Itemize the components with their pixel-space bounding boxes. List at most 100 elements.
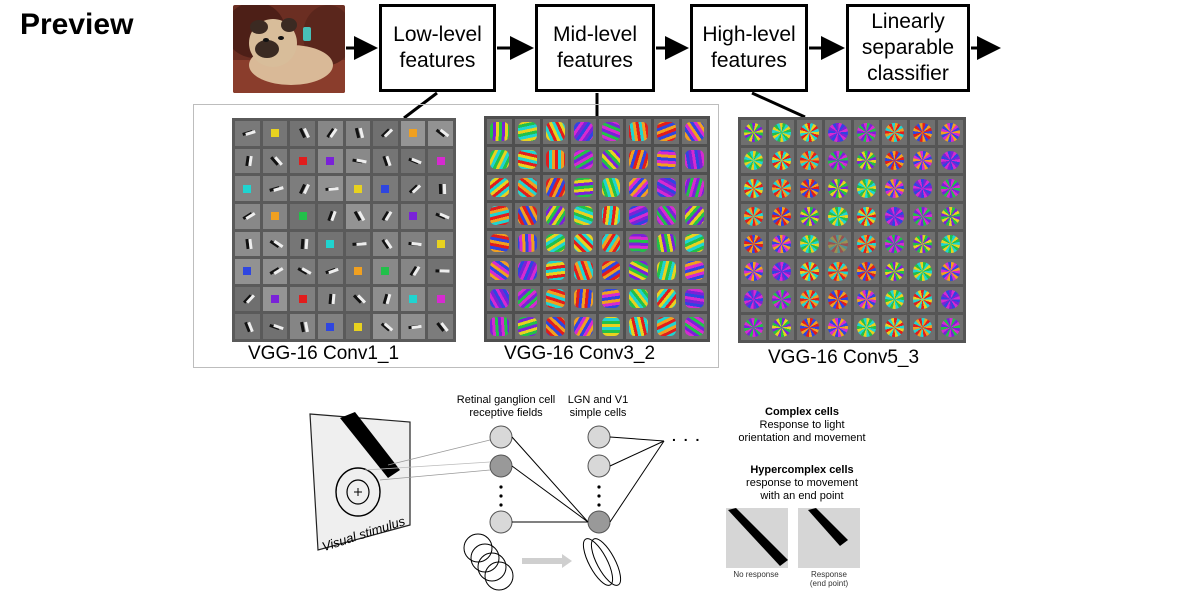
filter-cell <box>570 230 596 256</box>
filter-cell <box>514 286 540 312</box>
filter-cell <box>235 203 260 229</box>
filter-cell <box>235 176 260 201</box>
ellipsis: . . . <box>672 428 702 444</box>
filter-cell <box>570 286 596 312</box>
filter-cell <box>487 119 512 144</box>
filter-cell <box>741 120 767 145</box>
filter-cell <box>487 230 512 256</box>
filter-cell <box>570 174 596 200</box>
filter-cell <box>428 121 453 146</box>
filter-cell <box>487 286 512 312</box>
filter-cell <box>262 231 288 257</box>
filter-cell <box>428 203 453 229</box>
filter-cell <box>654 119 680 144</box>
filter-cell <box>626 146 652 172</box>
filter-cell <box>909 175 935 201</box>
filter-cell <box>400 314 426 339</box>
filter-cell <box>290 176 315 201</box>
filter-cell <box>373 314 398 339</box>
filter-cell <box>769 231 795 257</box>
filter-cell <box>909 259 935 285</box>
filter-cell <box>853 203 879 229</box>
filter-cell <box>317 203 343 229</box>
filter-cell <box>570 258 596 284</box>
filter-cell <box>400 286 426 312</box>
filter-cell <box>514 202 540 228</box>
filter-cell <box>654 202 680 228</box>
filter-cell <box>853 147 879 173</box>
filter-cell <box>853 120 879 145</box>
filter-cell <box>825 203 851 229</box>
filter-cell <box>769 120 795 145</box>
filter-cell <box>542 230 568 256</box>
filter-cell <box>937 259 963 285</box>
filter-cell <box>373 231 398 257</box>
filter-cell <box>741 315 767 340</box>
no-response-label: No response <box>733 570 779 579</box>
filter-cell <box>317 259 343 284</box>
filter-cell <box>235 148 260 174</box>
filter-cell <box>487 258 512 284</box>
filter-cell <box>598 230 624 256</box>
filter-cell <box>317 286 343 312</box>
filter-cell <box>626 230 652 256</box>
filter-cell <box>937 175 963 201</box>
filter-cell <box>654 258 680 284</box>
filter-cell <box>262 259 288 284</box>
filter-cell <box>598 174 624 200</box>
filter-cell <box>741 259 767 285</box>
dog-photo <box>233 5 345 93</box>
filter-cell <box>373 121 398 146</box>
filter-cell <box>937 231 963 257</box>
filter-cell <box>853 175 879 201</box>
filter-cell <box>400 176 426 201</box>
filter-cell <box>290 148 315 174</box>
filter-cell <box>626 119 652 144</box>
filter-cell <box>825 231 851 257</box>
filter-cell <box>262 314 288 339</box>
filter-cell <box>797 203 823 229</box>
filter-cell <box>797 120 823 145</box>
filter-cell <box>825 147 851 173</box>
filter-cell <box>598 258 624 284</box>
filter-cell <box>626 258 652 284</box>
filter-cell <box>542 258 568 284</box>
filter-cell <box>937 120 963 145</box>
filter-cell <box>400 121 426 146</box>
filter-cell <box>598 202 624 228</box>
filter-cell <box>937 315 963 340</box>
filter-cell <box>682 314 707 339</box>
filter-cell <box>825 287 851 313</box>
filter-cell <box>428 286 453 312</box>
filter-cell <box>654 174 680 200</box>
filter-cell <box>909 231 935 257</box>
filter-cell <box>682 286 707 312</box>
filter-cell <box>345 121 371 146</box>
filter-cell <box>797 315 823 340</box>
filter-cell <box>290 259 315 284</box>
conv1-filter-grid <box>232 118 456 342</box>
panel-label-conv5: VGG-16 Conv5_3 <box>768 347 920 368</box>
filters-frame <box>193 104 719 368</box>
filter-cell <box>881 147 907 173</box>
filter-cell <box>825 120 851 145</box>
filter-cell <box>235 231 260 257</box>
filter-cell <box>797 147 823 173</box>
complex-cells-text: Complex cells Response to light orientat… <box>738 406 866 444</box>
hypercomplex-cells-text: Hypercomplex cells response to movement … <box>746 464 858 502</box>
filter-cell <box>373 286 398 312</box>
filter-cell <box>400 203 426 229</box>
filter-cell <box>428 259 453 284</box>
filter-cell <box>598 146 624 172</box>
filter-cell <box>290 286 315 312</box>
filter-cell <box>345 231 371 257</box>
filter-cell <box>654 146 680 172</box>
filter-cell <box>769 175 795 201</box>
filter-cell <box>262 121 288 146</box>
filter-cell <box>626 174 652 200</box>
conv5-filter-grid <box>738 117 966 343</box>
response-label: Response(end point) <box>809 570 849 588</box>
